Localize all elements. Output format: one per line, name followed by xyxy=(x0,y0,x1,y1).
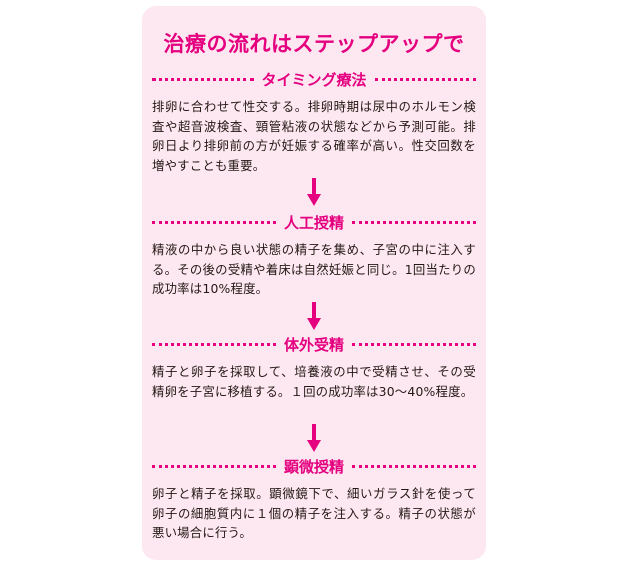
section-heading: 顕微授精 xyxy=(284,457,345,476)
dotted-divider-right xyxy=(352,464,477,468)
section-body: 排卵に合わせて性交する。排卵時期は尿中のホルモン検査や超音波検査、頸管粘液の状態… xyxy=(152,99,476,173)
section-heading-row: タイミング療法 xyxy=(152,69,477,89)
dotted-divider-right xyxy=(352,342,477,346)
section-timing-therapy: タイミング療法 排卵に合わせて性交する。排卵時期は尿中のホルモン検査や超音波検査… xyxy=(152,69,477,175)
section-heading-row: 顕微授精 xyxy=(152,456,477,476)
section-body: 精子と卵子を採取して、培養液の中で受精させ、その受精卵を子宮に移植する。１回の成… xyxy=(152,364,476,399)
down-arrow-icon xyxy=(307,424,321,452)
section-heading: 人工授精 xyxy=(284,213,345,232)
section-heading: タイミング療法 xyxy=(261,70,367,89)
down-arrow-icon xyxy=(307,302,321,330)
dotted-divider-left xyxy=(152,220,276,224)
section-body: 精液の中から良い状態の精子を集め、子宮の中に注入する。その後の受精や着床は自然妊… xyxy=(152,242,476,296)
dotted-divider-left xyxy=(152,77,254,81)
section-heading: 体外受精 xyxy=(284,335,345,354)
section-artificial-insemination: 人工授精 精液の中から良い状態の精子を集め、子宮の中に注入する。その後の受精や着… xyxy=(152,212,477,299)
treatment-flow-card: 治療の流れはステップアップで タイミング療法 排卵に合わせて性交する。排卵時期は… xyxy=(142,6,486,560)
section-icsi: 顕微授精 卵子と精子を採取。顕微鏡下で、細いガラス針を使って卵子の細胞質内に１個… xyxy=(152,456,477,543)
dotted-divider-left xyxy=(152,342,276,346)
dotted-divider-right xyxy=(374,77,477,81)
dotted-divider-right xyxy=(352,220,477,224)
section-ivf: 体外受精 精子と卵子を採取して、培養液の中で受精させ、その受精卵を子宮に移植する… xyxy=(152,334,477,401)
down-arrow-icon xyxy=(307,178,321,206)
section-body: 卵子と精子を採取。顕微鏡下で、細いガラス針を使って卵子の細胞質内に１個の精子を注… xyxy=(152,486,476,540)
section-heading-row: 人工授精 xyxy=(152,212,477,232)
dotted-divider-left xyxy=(152,464,276,468)
card-title: 治療の流れはステップアップで xyxy=(163,32,465,56)
section-heading-row: 体外受精 xyxy=(152,334,477,354)
